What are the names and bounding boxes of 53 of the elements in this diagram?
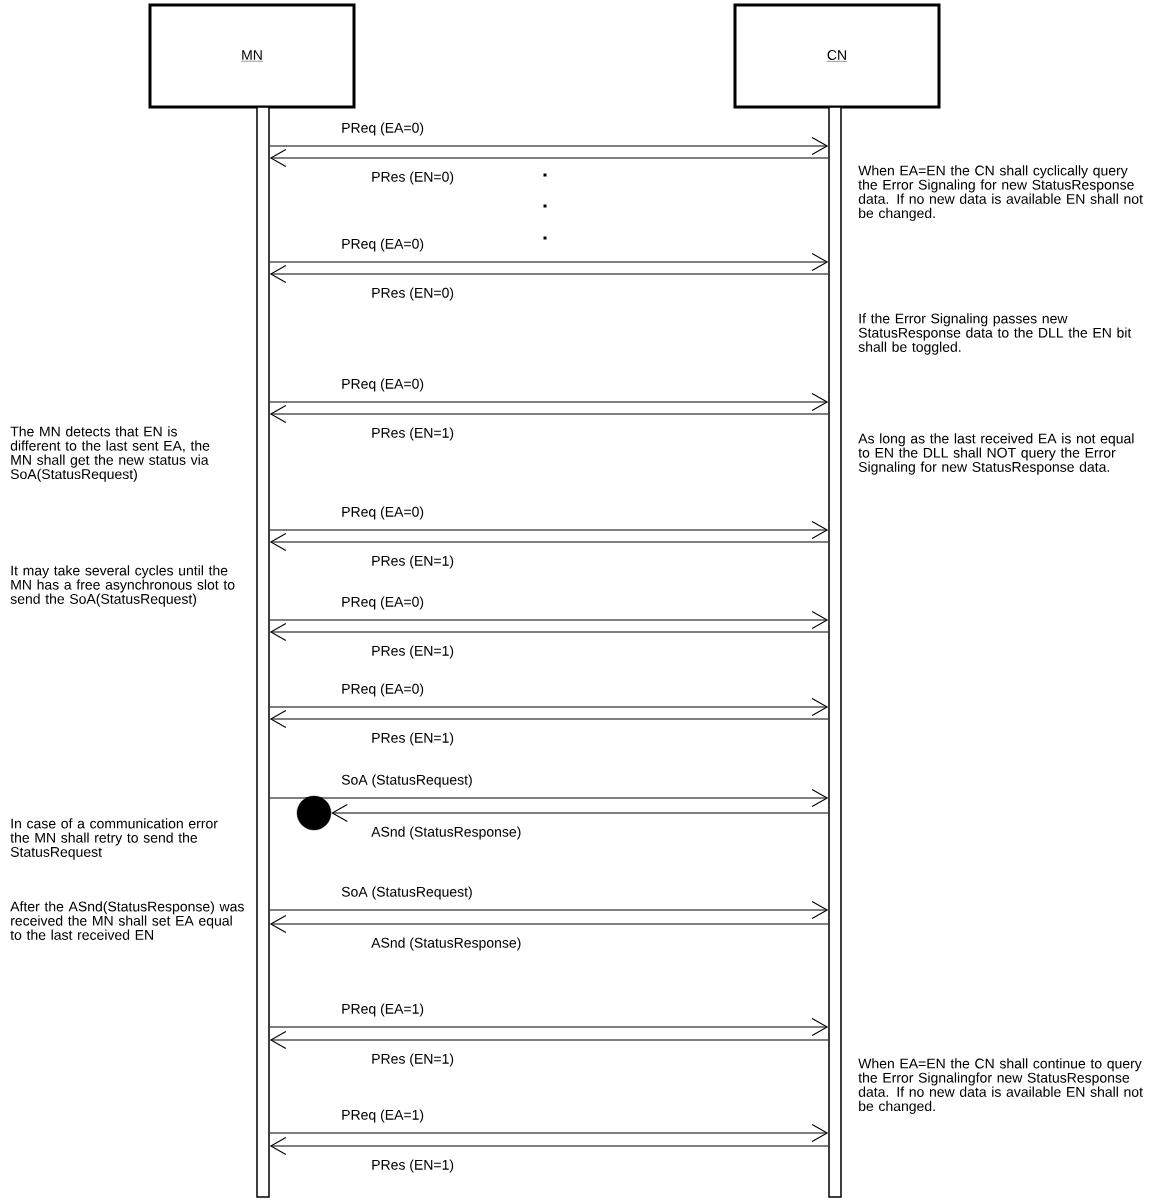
- edge-label: PRes (EN=0): [372, 287, 454, 301]
- note-text: If the Error Signaling passes new StatusResponse data to the DLL the EN bit shall be toggled.: [858, 313, 1132, 355]
- edge-label: PRes (EN=1): [372, 427, 454, 441]
- note-text: As long as the last received EA is not equal to EN the DLL shall NOT query the Error Signaling for new StatusResponse data.: [858, 433, 1134, 475]
- message-arrow: [269, 1017, 829, 1037]
- lost-message-dot: [296, 795, 332, 831]
- edge-label: PReq (EA=0): [342, 683, 424, 697]
- edge-label: ASnd (StatusResponse): [371, 826, 521, 840]
- edge-label: ASnd (StatusResponse): [371, 937, 521, 951]
- edge-label: PReq (EA=0): [342, 596, 424, 610]
- message-arrow: [269, 532, 829, 552]
- note-text: In case of a communication error the MN shall retry to send the StatusRequest: [10, 818, 218, 860]
- message-arrow: [269, 252, 829, 272]
- lifeline-bar: [828, 106, 842, 1198]
- message-arrow: [269, 1136, 829, 1156]
- message-arrow: [269, 900, 829, 920]
- edge-label: PReq (EA=0): [342, 378, 424, 392]
- message-arrow: [269, 520, 829, 540]
- participant-box: CN: [733, 3, 941, 109]
- message-arrow: [269, 392, 829, 412]
- edge-label: PRes (EN=1): [372, 732, 454, 746]
- message-arrow: [269, 136, 829, 156]
- edge-label: PReq (EA=1): [342, 1003, 424, 1017]
- message-arrow: [269, 622, 829, 642]
- message-arrow: [269, 709, 829, 729]
- participant-box: MN: [148, 3, 356, 109]
- lifeline-bar: [256, 106, 270, 1198]
- note-text: When EA=EN the CN shall continue to query the Error Signalingfor new StatusResponse data. If no new data is available EN shall not be changed.: [858, 1058, 1143, 1114]
- edge-label: SoA (StatusRequest): [341, 886, 472, 900]
- edge-label: SoA (StatusRequest): [341, 774, 472, 788]
- message-arrow: [269, 697, 829, 717]
- message-arrow: [269, 1030, 829, 1050]
- note-text: The MN detects that EN is different to the last sent EA, the MN shall get the new status via SoA(StatusRequest): [10, 426, 210, 482]
- message-arrow: [269, 788, 829, 808]
- edge-label: PReq (EA=0): [342, 238, 424, 252]
- message-arrow: [269, 1123, 829, 1143]
- edge-label: PRes (EN=1): [372, 555, 454, 569]
- message-arrow: [269, 148, 829, 168]
- edge-label: PRes (EN=1): [372, 645, 454, 659]
- note-text: After the ASnd(StatusResponse) was received the MN shall set EA equal to the last received EN: [10, 901, 244, 940]
- edge-label: PRes (EN=1): [372, 1159, 454, 1173]
- edge-label: PRes (EN=1): [372, 1053, 454, 1067]
- note-text: It may take several cycles until the MN has a free asynchronous slot to send the SoA(StatusRequest): [10, 565, 235, 607]
- edge-label: PReq (EA=0): [342, 122, 424, 136]
- edge-label: PRes (EN=0): [372, 171, 454, 185]
- message-arrow: [269, 610, 829, 630]
- message-arrow: [269, 404, 829, 424]
- message-arrow: [331, 803, 829, 823]
- edge-label: PReq (EA=0): [342, 506, 424, 520]
- message-arrow: [269, 914, 829, 934]
- message-arrow: [269, 264, 829, 284]
- edge-label: PReq (EA=1): [342, 1109, 424, 1123]
- note-text: When EA=EN the CN shall cyclically query the Error Signaling for new StatusResponse data. If no new data is available EN shall not be changed.: [858, 165, 1143, 221]
